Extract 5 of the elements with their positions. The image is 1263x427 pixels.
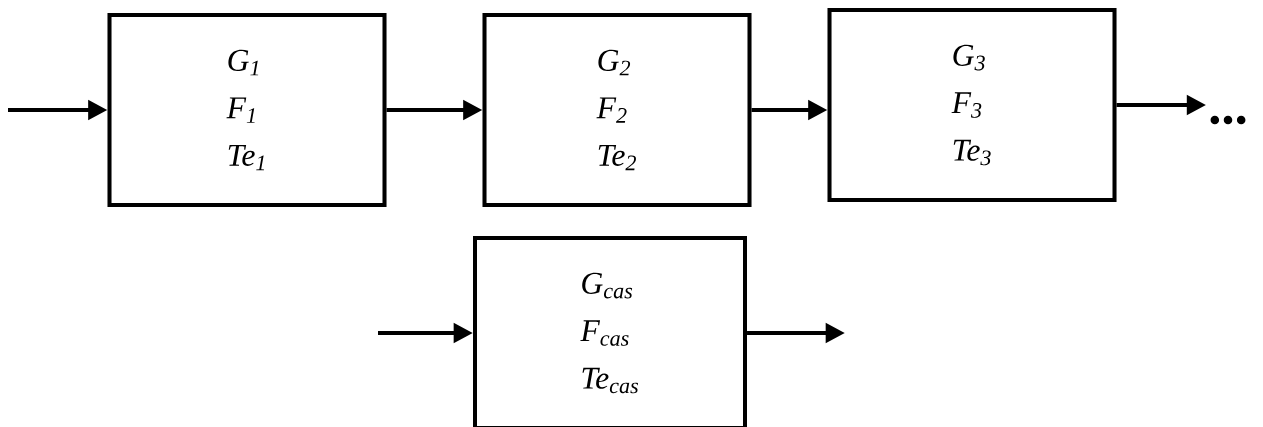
ellipsis-text: ... [1210,115,1246,125]
process-box: G$_{2}$ F$_{2}$ Te$_{2}$ [482,13,752,207]
process-box: G$_{cas}$ F$_{cas}$ Te$_{cas}$ [473,236,748,427]
process-box: G$_{1}$ F$_{1}$ Te$_{1}$ [107,13,387,207]
process-box: G$_{3}$ F$_{3}$ Te$_{3}$ [827,8,1117,202]
